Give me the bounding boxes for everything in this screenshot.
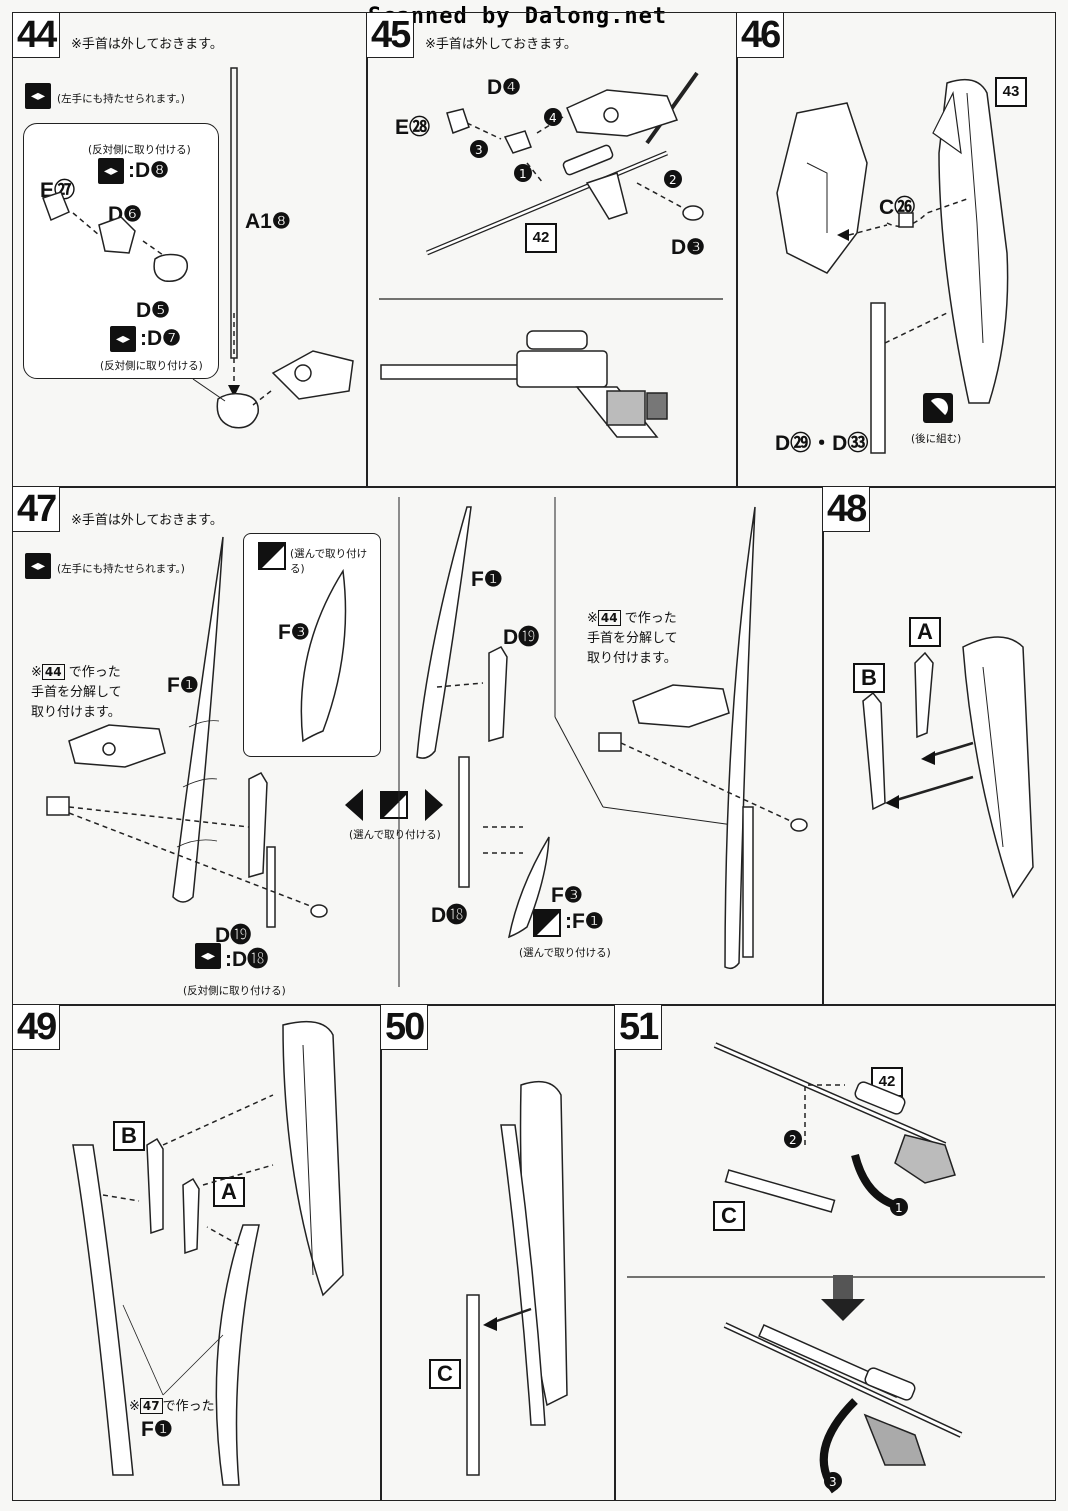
- left-right-swap-icon: ◂▸: [25, 553, 51, 579]
- ref-step-44: 44: [41, 664, 65, 680]
- part-d4-label: D❹: [487, 76, 521, 99]
- step-49-illustration: [72, 1020, 344, 1486]
- opposite-side-note: (反対側に取り付ける): [88, 144, 191, 156]
- step-number: 49: [13, 1005, 61, 1050]
- svg-text:4: 4: [549, 111, 557, 125]
- step-number: 44: [13, 13, 61, 58]
- part-b-label: B: [853, 663, 885, 693]
- part-d3-label: D❸: [671, 236, 705, 259]
- ref-step-47: 47: [139, 1398, 163, 1414]
- part-d7-label: :D❼: [140, 327, 181, 350]
- reference-line-1: で作った: [68, 665, 121, 680]
- svg-text:3: 3: [829, 1475, 837, 1489]
- opposite-side-note: (反対側に取り付ける): [100, 360, 203, 372]
- assemble-later-note: (後に組む): [911, 433, 962, 445]
- step-number: 51: [615, 1005, 663, 1050]
- svg-text:3: 3: [475, 143, 483, 157]
- reference-text: で作った: [162, 1399, 215, 1414]
- step-number: 45: [367, 13, 415, 58]
- svg-text:2: 2: [789, 1133, 797, 1147]
- part-f1-label: :F❶: [565, 910, 604, 933]
- step-50-illustration: [466, 1080, 568, 1476]
- svg-text:1: 1: [895, 1201, 903, 1215]
- svg-text:2: 2: [669, 173, 677, 187]
- reference-line-3: 取り付けます。: [587, 651, 677, 666]
- part-d8-label: :D❽: [128, 159, 169, 182]
- part-d18-label: D⓲: [431, 904, 468, 927]
- assemble-later-icon: [923, 393, 953, 423]
- step-44-illustration: [42, 67, 354, 429]
- choose-note-center: (選んで取り付ける): [349, 829, 441, 841]
- part-c-label: C: [713, 1201, 745, 1231]
- part-f3-label: F❸: [278, 621, 310, 644]
- select-icon: [258, 542, 286, 570]
- left-right-swap-icon: ◂▸: [98, 158, 124, 184]
- reference-line-2: 手首を分解して: [587, 631, 678, 646]
- step-number: 48: [823, 487, 871, 532]
- opposite-side-note: (反対側に取り付ける): [183, 985, 286, 997]
- reference-prefix: ※: [587, 611, 598, 626]
- step-51-panel: 51 42 C 2 1 3: [614, 1004, 1056, 1501]
- hand-detail-box: (反対側に取り付ける) ◂▸ :D❽ E㉗ D❻ D❺ ◂▸ :D❼ (反対側に…: [23, 123, 219, 379]
- ref-step-44: 44: [597, 610, 621, 626]
- reference-line-1: で作った: [624, 611, 677, 626]
- left-hand-note: (左手にも持たせられます。): [57, 563, 185, 575]
- remove-hand-note: ※手首は外しておきます。: [425, 37, 577, 52]
- step-48-illustration: [862, 636, 1034, 899]
- left-right-swap-icon: ◂▸: [25, 83, 51, 109]
- step-number: 47: [13, 487, 61, 532]
- part-f1-label: F❶: [471, 568, 503, 591]
- part-a-label: A: [213, 1177, 245, 1207]
- part-d5-label: D❺: [136, 299, 170, 322]
- part-d19-label: D⓳: [215, 924, 252, 947]
- select-icon: [380, 791, 408, 819]
- part-d18-label: :D⓲: [225, 948, 269, 971]
- part-c-label: C: [429, 1359, 461, 1389]
- ref-43-label: 43: [995, 77, 1027, 107]
- watermark: Scanned by Dalong.net: [368, 4, 668, 29]
- part-d29-d33-label: D㉙・D㉝: [775, 432, 869, 455]
- part-a-label: A: [909, 617, 941, 647]
- step-51-illustration: 2 1 3: [627, 1042, 1045, 1494]
- part-f1-label: F❶: [141, 1418, 173, 1441]
- part-f3-label: F❸: [551, 884, 583, 907]
- reference-line-3: 取り付けます。: [31, 705, 121, 720]
- left-right-swap-icon: ◂▸: [110, 326, 136, 352]
- step-number: 50: [381, 1005, 429, 1050]
- step-47-panel: 47 ※手首は外しておきます。 ◂▸ (左手にも持たせられます。) ※44 で作…: [12, 486, 824, 1006]
- step-45-panel: 45 ※手首は外しておきます。 D❹ E㉘ D❸ 42 1 2: [366, 12, 738, 488]
- part-d19-label: D⓳: [503, 626, 540, 649]
- step-46-illustration: [776, 78, 1009, 454]
- reference-note: ※44 で作った 手首を分解して 取り付けます。: [31, 663, 122, 723]
- step-47-illustration: [46, 497, 808, 987]
- left-hand-note: (左手にも持たせられます。): [57, 93, 185, 105]
- remove-hand-note: ※手首は外しておきます。: [71, 37, 223, 52]
- step-45-illustration: 1 2 3 4: [379, 71, 723, 438]
- step-44-panel: 44 ※手首は外しておきます。 ◂▸ (左手にも持たせられます。) (反対側に取…: [12, 12, 368, 488]
- part-a18-label: A1❽: [245, 210, 291, 233]
- reference-line-2: 手首を分解して: [31, 685, 122, 700]
- step-48-panel: 48 A B: [822, 486, 1056, 1006]
- svg-text:1: 1: [519, 167, 527, 181]
- step-46-panel: 46 43 C㉖ D㉙・D㉝ (後に組む): [736, 12, 1056, 488]
- left-right-swap-icon: ◂▸: [195, 943, 221, 969]
- choose-arrow: [345, 789, 443, 821]
- step-50-panel: 50 C: [380, 1004, 616, 1501]
- reference-prefix: ※: [129, 1399, 140, 1414]
- select-icon: [533, 909, 561, 937]
- choose-note-bottom: (選んで取り付ける): [519, 947, 611, 959]
- reference-prefix: ※: [31, 665, 42, 680]
- reference-note: ※44 で作った 手首を分解して 取り付けます。: [587, 609, 678, 669]
- choose-note: (選んで取り付ける): [290, 548, 368, 575]
- ref-42-label: 42: [525, 223, 557, 253]
- remove-hand-note: ※手首は外しておきます。: [71, 513, 223, 528]
- part-f1-label: F❶: [167, 674, 199, 697]
- part-b-label: B: [113, 1121, 145, 1151]
- part-e28-label: E㉘: [395, 116, 431, 139]
- step-number: 46: [737, 13, 785, 58]
